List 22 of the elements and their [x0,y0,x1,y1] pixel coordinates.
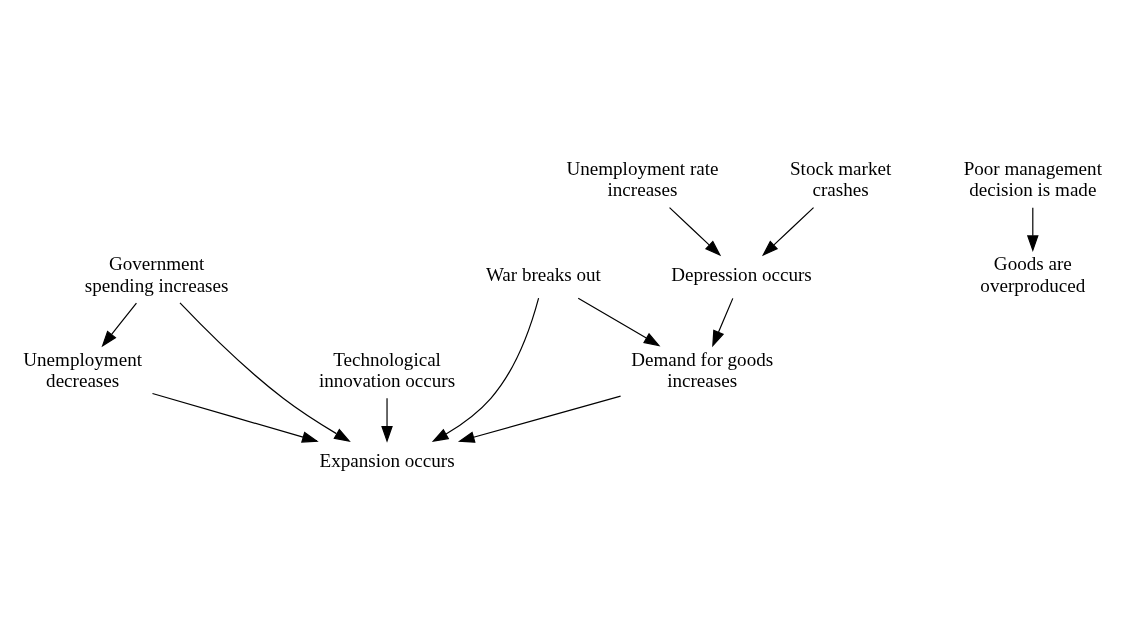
arrow [381,397,393,443]
arrow [151,392,319,443]
node-text: Depression occurs [671,264,812,286]
arrow [179,302,351,443]
arrow [761,207,815,257]
arrow [712,297,734,348]
node-text: Technological innovation occurs [318,348,456,392]
arrow [577,297,661,347]
node-text: Unemployment decreases [23,348,142,392]
arrow [101,302,138,348]
arrow [457,395,622,443]
node-text: Poor management decision is made [963,157,1102,201]
node-text: Stock market crashes [790,157,892,201]
node-text: Goods are overproduced [980,253,1086,296]
arrow [431,297,540,443]
node-text: Demand for goods increases [631,348,774,392]
node-text: Expansion occurs [319,450,455,472]
node-text: War breaks out [485,264,601,286]
arrow [1026,207,1039,253]
node-text: Unemployment rate increases [566,157,719,201]
arrow [668,207,722,257]
node-text: Government spending increases [84,253,229,296]
